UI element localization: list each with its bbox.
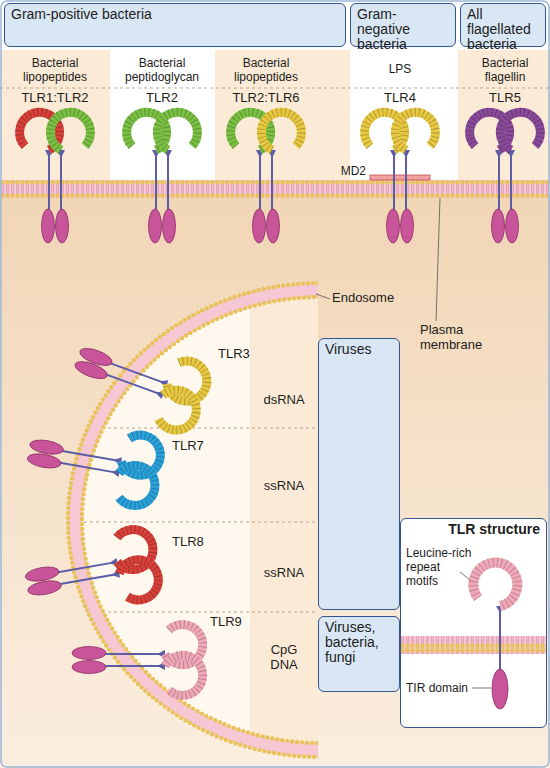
ligand-label: ssRNA	[250, 565, 318, 580]
receptor-name: TLR9	[210, 614, 250, 629]
receptor-name: TLR8	[172, 534, 212, 549]
part-label: Endosome	[332, 290, 412, 305]
category-box: Gram-negative bacteria	[350, 3, 456, 47]
ligand-label: Bacterial flagellin	[460, 56, 550, 84]
box-text: All flagellated bacteria	[467, 7, 539, 52]
leader-lines	[316, 198, 440, 321]
part-label: TIR domain	[406, 681, 478, 695]
box-text: TLR structure	[407, 522, 540, 537]
part-label: Leucine-rich repeat motifs	[406, 546, 474, 588]
ligand-label: LPS	[350, 62, 450, 76]
category-box: All flagellated bacteria	[460, 3, 546, 47]
receptor-name: TLR3	[218, 346, 258, 361]
box-text: Gram-positive bacteria	[11, 7, 339, 22]
category-box: Gram-positive bacteria	[4, 3, 346, 47]
md2-protein	[370, 175, 430, 180]
inset-receptor	[473, 562, 517, 709]
plasma-membrane	[0, 180, 550, 198]
protein-label: MD2	[326, 164, 366, 178]
ligand-label: Bacterial lipopeptides	[5, 56, 105, 84]
receptor-name: TLR2	[112, 90, 212, 105]
box-text: Viruses, bacteria, fungi	[325, 620, 393, 665]
receptor-name: TLR1:TLR2	[5, 90, 105, 105]
ligand-label: dsRNA	[250, 392, 318, 407]
inset-membrane	[401, 636, 546, 654]
receptor-name: TLR2:TLR6	[216, 90, 316, 105]
ligand-label: ssRNA	[250, 478, 318, 493]
ligand-label: Bacterial peptidoglycan	[112, 56, 212, 84]
ligand-label: Bacterial lipopeptides	[216, 56, 316, 84]
ligand-columns	[0, 50, 550, 180]
receptor-name: TLR7	[172, 438, 212, 453]
inset-leaders	[460, 572, 491, 688]
category-box: Viruses, bacteria, fungi	[318, 616, 400, 692]
category-box: Viruses	[318, 338, 400, 610]
box-text: Viruses	[325, 342, 393, 357]
receptor-name: TLR5	[460, 90, 550, 105]
part-label: Plasma membrane	[420, 322, 490, 352]
ligand-label: CpG DNA	[262, 642, 306, 672]
surface-receptors	[20, 112, 541, 243]
endosomal-receptors	[21, 324, 213, 695]
box-text: Gram-negative bacteria	[357, 7, 449, 52]
endosome	[60, 280, 318, 760]
receptor-name: TLR4	[350, 90, 450, 105]
